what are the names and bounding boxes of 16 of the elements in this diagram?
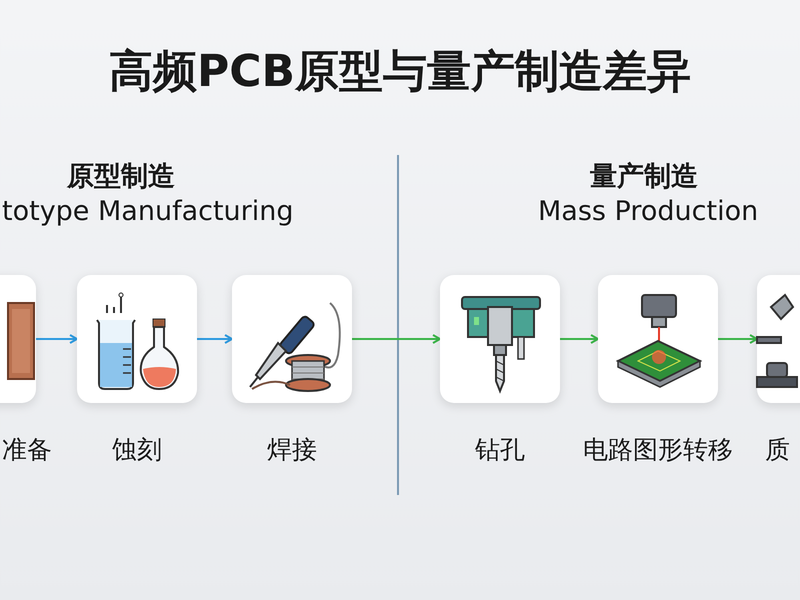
step-label: 质 bbox=[765, 434, 790, 466]
section-subheading: Mass Production bbox=[538, 196, 758, 227]
title: 高频PCB原型与量产制造差异 bbox=[108, 45, 692, 99]
arrow bbox=[36, 334, 78, 344]
section-heading: 量产制造 bbox=[590, 160, 698, 194]
step-label: 焊接 bbox=[267, 434, 317, 466]
section-heading: 原型制造 bbox=[67, 160, 175, 194]
step-label: 电路图形转移 bbox=[583, 434, 733, 466]
step-label: 蚀刻 bbox=[112, 434, 162, 466]
step-label: 准备 bbox=[2, 434, 52, 466]
step-label: 钻孔 bbox=[475, 434, 525, 466]
section-subheading: totype Manufacturing bbox=[2, 196, 294, 227]
arrow bbox=[560, 334, 599, 344]
arrow bbox=[718, 334, 758, 344]
arrow bbox=[352, 334, 441, 344]
arrow bbox=[197, 334, 233, 344]
